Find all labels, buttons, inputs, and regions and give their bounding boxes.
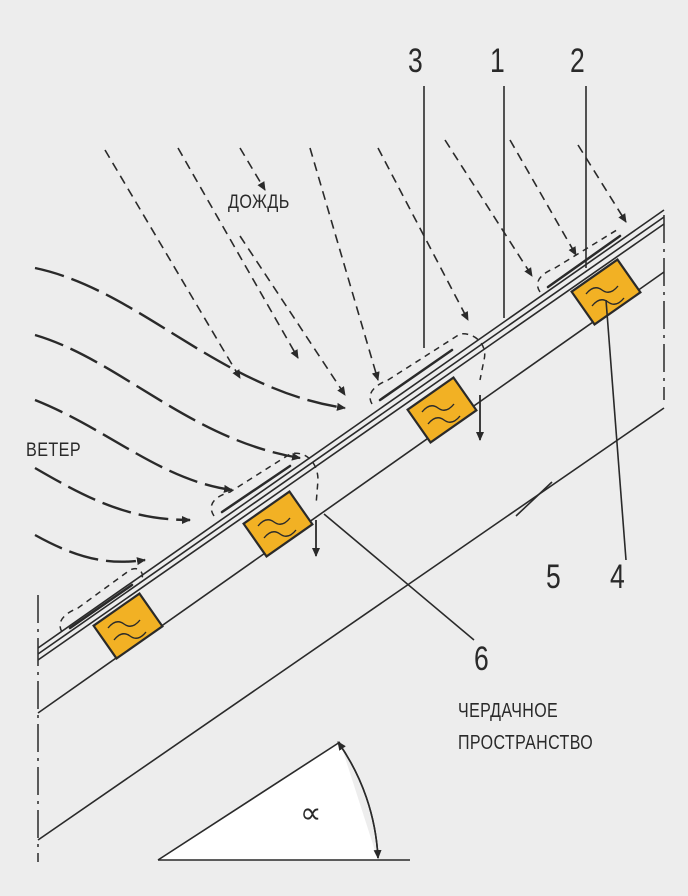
callout-1: 1 <box>490 42 506 80</box>
batten-grain <box>107 285 625 641</box>
angle-symbol: ∝ <box>300 797 322 830</box>
callout-2: 2 <box>570 42 586 80</box>
drip-arrows <box>312 395 484 557</box>
callout-3: 3 <box>408 42 424 80</box>
label-attic-2: ПРОСТРАНСТВО <box>458 732 594 754</box>
boundary-lines <box>37 215 665 862</box>
label-attic-1: ЧЕРДАЧНОЕ <box>458 700 559 722</box>
callout-6: 6 <box>474 640 490 678</box>
label-rain: ДОЖДЬ <box>228 192 290 213</box>
overlap-clips <box>68 234 622 630</box>
angle-indicator <box>157 741 410 861</box>
callout-4: 4 <box>610 558 626 596</box>
water-path-outlines <box>59 227 621 633</box>
battens <box>92 258 642 660</box>
wind-arrows <box>34 266 346 566</box>
roof-cover-lines <box>37 209 665 661</box>
leader-lines <box>323 86 627 641</box>
rain-arrows <box>104 139 627 396</box>
label-wind: ВЕТЕР <box>26 440 82 461</box>
callout-5: 5 <box>546 558 562 596</box>
